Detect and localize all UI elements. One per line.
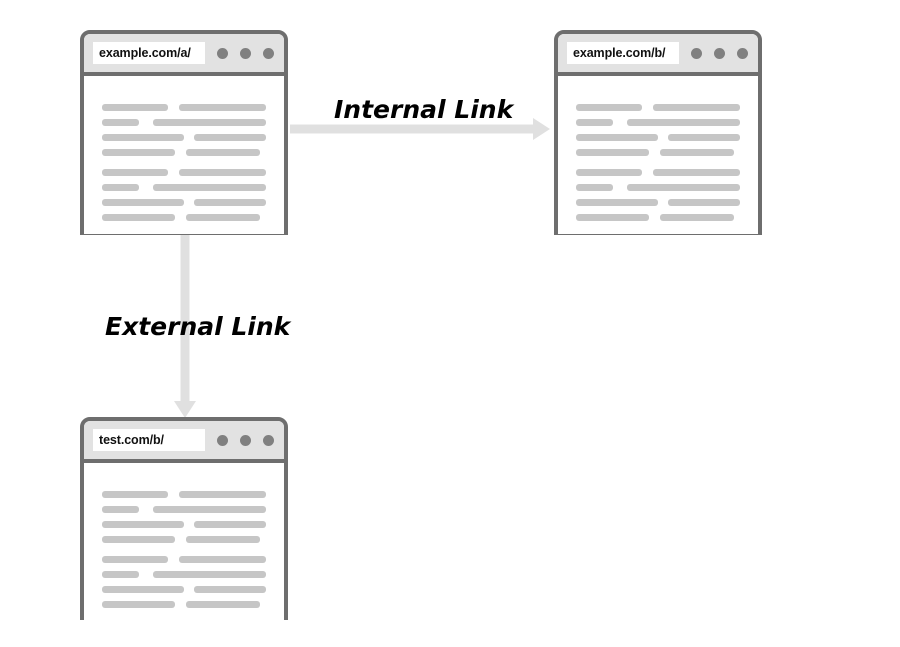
content-line	[102, 586, 266, 593]
arrow-shaft	[180, 234, 190, 403]
content-line	[102, 214, 266, 221]
content-line	[102, 536, 266, 543]
content-line	[576, 199, 740, 206]
content-line	[576, 169, 740, 176]
page-content-internal-target	[558, 76, 758, 234]
browser-window-external-target[interactable]: test.com/b/	[80, 417, 288, 621]
url-bar-source[interactable]: example.com/a/	[93, 42, 205, 64]
window-dot-icon[interactable]	[263, 434, 274, 446]
browser-titlebar: example.com/a/	[84, 34, 284, 76]
content-line	[102, 556, 266, 563]
window-dot-icon[interactable]	[714, 47, 725, 59]
window-controls	[691, 47, 748, 59]
browser-window-source[interactable]: example.com/a/	[80, 30, 288, 235]
window-controls	[217, 434, 274, 446]
content-paragraph	[102, 491, 266, 543]
content-paragraph	[102, 556, 266, 608]
content-paragraph	[576, 169, 740, 221]
window-dot-icon[interactable]	[691, 47, 702, 59]
window-dot-icon[interactable]	[263, 47, 274, 59]
content-line	[102, 491, 266, 498]
content-line	[102, 149, 266, 156]
browser-window-internal-target[interactable]: example.com/b/	[554, 30, 762, 235]
content-line	[102, 104, 266, 111]
content-line	[102, 521, 266, 528]
window-dot-icon[interactable]	[240, 47, 251, 59]
content-line	[102, 169, 266, 176]
arrow-head	[174, 401, 196, 418]
arrow-head	[533, 118, 550, 140]
url-bar-external-target[interactable]: test.com/b/	[93, 429, 205, 451]
content-line	[102, 134, 266, 141]
content-line	[102, 506, 266, 513]
content-paragraph	[102, 169, 266, 221]
window-dot-icon[interactable]	[217, 434, 228, 446]
arrow-shaft	[290, 124, 535, 134]
internal-link-arrow	[290, 118, 550, 140]
content-line	[102, 601, 266, 608]
window-dot-icon[interactable]	[217, 47, 228, 59]
edge-label-internal-link: Internal Link	[334, 95, 514, 124]
url-bar-internal-target[interactable]: example.com/b/	[567, 42, 679, 64]
external-link-arrow	[174, 234, 196, 418]
content-line	[576, 134, 740, 141]
window-dot-icon[interactable]	[240, 434, 251, 446]
content-line	[576, 184, 740, 191]
content-line	[102, 571, 266, 578]
content-paragraph	[576, 104, 740, 156]
window-dot-icon[interactable]	[737, 47, 748, 59]
content-line	[102, 184, 266, 191]
content-line	[576, 119, 740, 126]
window-controls	[217, 47, 274, 59]
content-line	[102, 199, 266, 206]
content-line	[102, 119, 266, 126]
page-content-external-target	[84, 463, 284, 621]
content-line	[576, 104, 740, 111]
page-content-source	[84, 76, 284, 234]
edge-label-external-link: External Link	[105, 312, 291, 341]
content-paragraph	[102, 104, 266, 156]
content-line	[576, 214, 740, 221]
browser-titlebar: test.com/b/	[84, 421, 284, 463]
browser-titlebar: example.com/b/	[558, 34, 758, 76]
content-line	[576, 149, 740, 156]
